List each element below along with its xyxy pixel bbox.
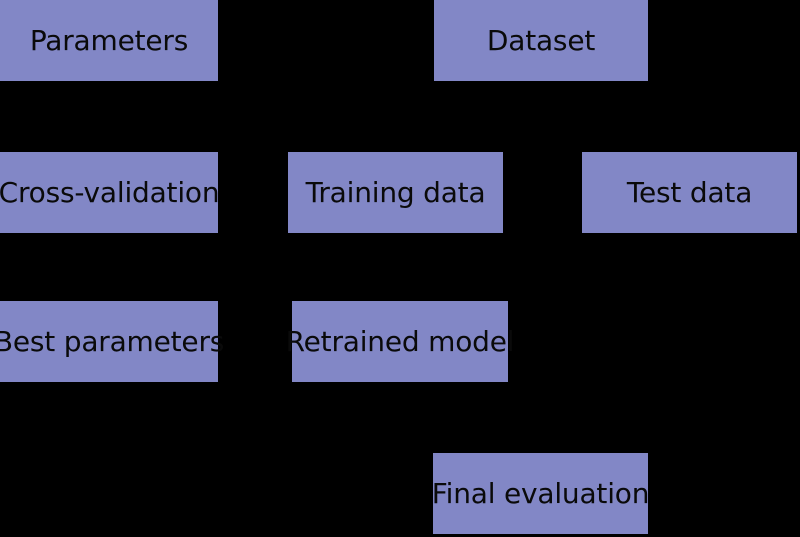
- node-best-parameters-label: Best parameters: [0, 324, 225, 358]
- node-dataset-label: Dataset: [486, 23, 596, 57]
- node-training-data-label: Training data: [305, 175, 486, 209]
- node-training-data[interactable]: Training data: [288, 152, 503, 233]
- node-test-data[interactable]: Test data: [582, 152, 797, 233]
- node-best-parameters[interactable]: Best parameters: [0, 301, 224, 382]
- node-test-data-label: Test data: [626, 175, 753, 209]
- node-parameters-label: Parameters: [29, 23, 189, 57]
- node-dataset[interactable]: Dataset: [434, 0, 648, 81]
- node-cross-validation[interactable]: Cross-validation: [0, 152, 220, 233]
- node-retrained-model-label: Retrained model: [285, 324, 515, 358]
- node-retrained-model[interactable]: Retrained model: [286, 301, 515, 382]
- node-parameters[interactable]: Parameters: [0, 0, 218, 81]
- node-cross-validation-label: Cross-validation: [0, 175, 220, 209]
- node-final-evaluation[interactable]: Final evaluation: [431, 453, 650, 534]
- node-final-evaluation-label: Final evaluation: [431, 476, 650, 510]
